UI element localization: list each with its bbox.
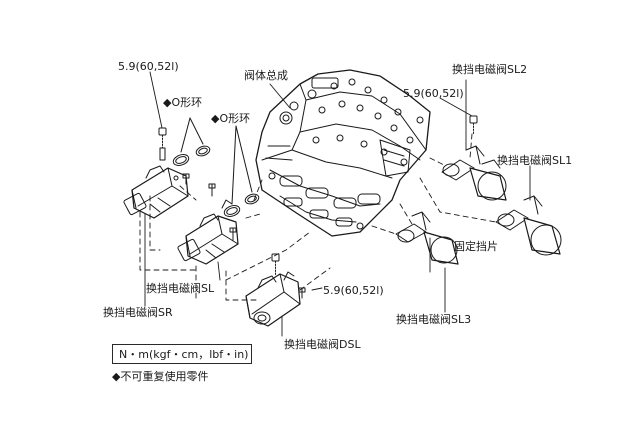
- solenoid-dsl-drawing: [245, 271, 301, 327]
- o-rings-1-drawing: [172, 117, 211, 166]
- bolt-dsl-drawing: [271, 253, 280, 277]
- leader-lines: [144, 71, 531, 337]
- non-reusable-note: ◆不可重复使用零件: [112, 370, 209, 383]
- solenoid-sr-drawing: [123, 165, 189, 219]
- solenoid-sl1-drawing: [495, 195, 562, 256]
- solenoid-sr-label: 换挡电磁阀SR: [103, 306, 173, 319]
- bolt-sr-drawing: [158, 127, 167, 161]
- solenoid-sl2-label: 换挡电磁阀SL2: [452, 63, 528, 76]
- torque-label-dsl: 5.9(60,52l): [323, 284, 384, 297]
- o-ring-label-1: ◆O形环: [163, 96, 203, 109]
- torque-label-sr: 5.9(60,52l): [118, 60, 179, 73]
- solenoid-sl3-drawing: [395, 211, 459, 265]
- valve-body-assembly-drawing: [255, 69, 431, 237]
- o-ring-label-2: ◆O形环: [211, 112, 251, 125]
- solenoid-sl2-drawing: [441, 145, 507, 201]
- solenoid-dsl-label: 换挡电磁阀DSL: [284, 338, 361, 351]
- torque-unit-legend: N・m(kgf・cm，lbf・in): [112, 344, 252, 364]
- assembly-guide-lines: [139, 133, 497, 301]
- solenoid-sl-label: 换挡电磁阀SL: [146, 282, 215, 295]
- solenoid-sl1-label: 换挡电磁阀SL1: [497, 154, 573, 167]
- solenoid-sl3-label: 换挡电磁阀SL3: [396, 313, 472, 326]
- torque-label-sl2: 5.9(60,52l): [403, 87, 464, 100]
- fixing-plate-label: 固定挡片: [454, 240, 498, 253]
- o-rings-2-drawing: [223, 125, 260, 217]
- valve-body-assembly-label: 阀体总成: [244, 69, 288, 82]
- torque-unit-text: N・m(kgf・cm，lbf・in): [119, 348, 249, 361]
- bolt-sl2-drawing: [469, 115, 478, 135]
- solenoid-sl-drawing: [177, 199, 239, 265]
